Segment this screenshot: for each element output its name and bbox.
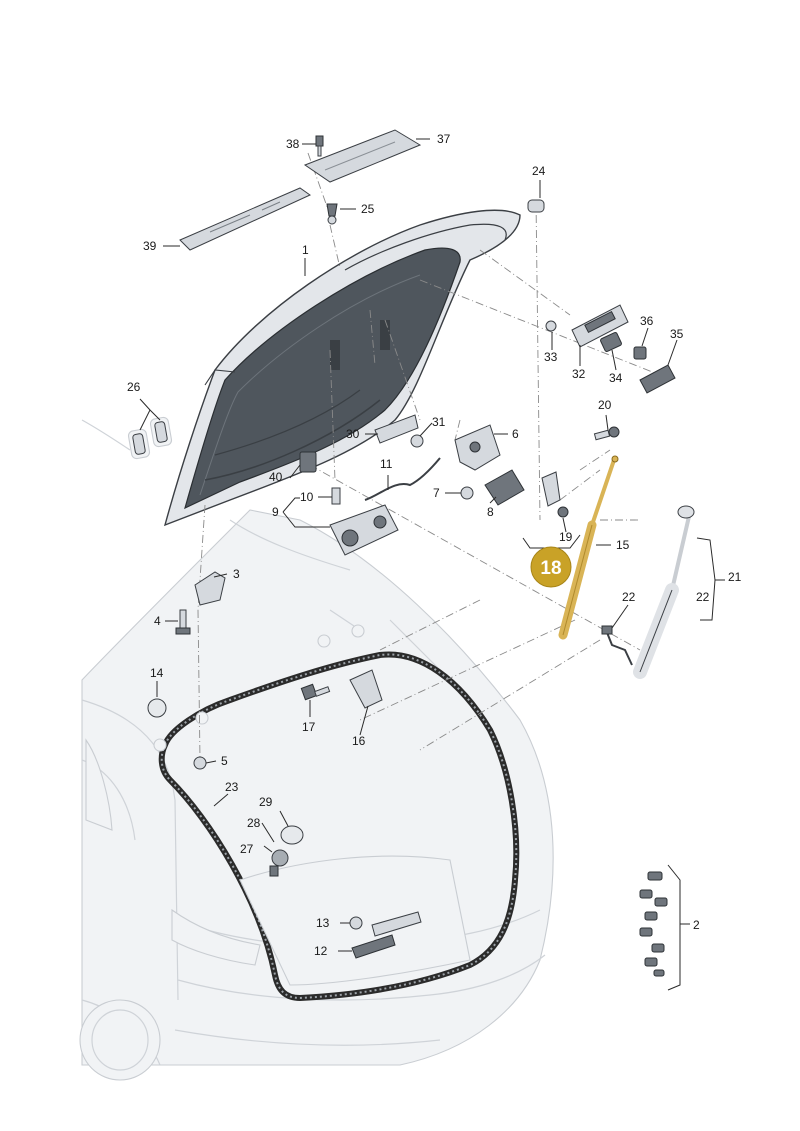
callout-21: 21 bbox=[728, 570, 742, 584]
callout-40: 40 bbox=[269, 470, 283, 484]
tailgate-lock-6 bbox=[454, 424, 501, 471]
callout-22-left: 22 bbox=[622, 590, 636, 604]
screw-10 bbox=[331, 487, 341, 505]
hinge-3 bbox=[194, 571, 226, 606]
ball-stud-20 bbox=[593, 426, 620, 441]
connector-40 bbox=[299, 451, 317, 473]
callout-31: 31 bbox=[432, 415, 446, 429]
callout-34: 34 bbox=[609, 371, 623, 385]
callout-14: 14 bbox=[150, 666, 164, 680]
callout-33: 33 bbox=[544, 350, 558, 364]
grommet-28 bbox=[271, 849, 289, 867]
lamp-35 bbox=[639, 364, 676, 394]
bolt-17 bbox=[300, 683, 331, 701]
nut-31 bbox=[410, 434, 424, 448]
leader-lines bbox=[139, 138, 725, 991]
callout-3: 3 bbox=[233, 567, 240, 581]
cover-caps-26 bbox=[127, 416, 173, 460]
callout-8: 8 bbox=[487, 505, 494, 519]
nut-5 bbox=[193, 756, 207, 770]
buffer-14 bbox=[147, 698, 167, 718]
callout-12: 12 bbox=[314, 944, 328, 958]
highlight-callout-18: 18 bbox=[530, 546, 572, 588]
bolt-4 bbox=[175, 609, 191, 635]
strut-bracket bbox=[541, 471, 561, 507]
fastener-set-2 bbox=[639, 871, 668, 977]
switch-34 bbox=[600, 332, 622, 352]
callout-38: 38 bbox=[286, 137, 300, 151]
assembly-lines bbox=[197, 152, 661, 761]
callout-24: 24 bbox=[532, 164, 546, 178]
closing-motor-9 bbox=[329, 504, 399, 556]
nut-13 bbox=[349, 916, 363, 930]
callout-20: 20 bbox=[598, 398, 612, 412]
callout-9: 9 bbox=[272, 505, 279, 519]
lock-striker-12 bbox=[351, 911, 422, 959]
callout-19: 19 bbox=[559, 530, 573, 544]
callout-37: 37 bbox=[437, 132, 451, 146]
lock-cover-8 bbox=[484, 469, 525, 506]
number-plate-light-32 bbox=[571, 304, 629, 348]
tailgate-panel bbox=[163, 209, 521, 527]
callout-27: 27 bbox=[240, 842, 254, 856]
callout-1: 1 bbox=[302, 243, 309, 257]
callout-4: 4 bbox=[154, 614, 161, 628]
callout-6: 6 bbox=[512, 427, 519, 441]
nut-19 bbox=[557, 506, 569, 518]
callout-2: 2 bbox=[693, 918, 700, 932]
highlight-label: 18 bbox=[540, 558, 561, 579]
callout-labels: 38 37 39 25 24 1 26 33 32 34 36 35 30 31… bbox=[127, 132, 742, 958]
release-cable-11 bbox=[364, 457, 441, 501]
callout-26: 26 bbox=[127, 380, 141, 394]
callout-16: 16 bbox=[352, 734, 366, 748]
callout-28: 28 bbox=[247, 816, 261, 830]
cap-29 bbox=[280, 825, 304, 845]
callout-11: 11 bbox=[380, 457, 393, 471]
clip-25 bbox=[326, 203, 338, 225]
callout-10: 10 bbox=[300, 490, 314, 504]
callout-5: 5 bbox=[221, 754, 228, 768]
callout-13: 13 bbox=[316, 916, 330, 930]
callout-22-right: 22 bbox=[696, 590, 710, 604]
bracket-30 bbox=[374, 414, 419, 444]
nut-33 bbox=[545, 320, 557, 332]
nut-7 bbox=[460, 486, 474, 500]
callout-25: 25 bbox=[361, 202, 375, 216]
callout-32: 32 bbox=[572, 367, 586, 381]
callout-17: 17 bbox=[302, 720, 316, 734]
callout-7: 7 bbox=[433, 486, 440, 500]
callout-39: 39 bbox=[143, 239, 157, 253]
callout-23: 23 bbox=[225, 780, 239, 794]
striker-16 bbox=[349, 669, 383, 709]
screw-38 bbox=[315, 135, 324, 157]
callout-30: 30 bbox=[346, 427, 360, 441]
sealing-strip bbox=[179, 187, 312, 251]
stud-27 bbox=[269, 865, 279, 877]
callout-35: 35 bbox=[670, 327, 684, 341]
callout-15: 15 bbox=[616, 538, 630, 552]
power-strut-21 bbox=[601, 505, 695, 679]
gas-strut-18 bbox=[558, 455, 619, 640]
callout-36: 36 bbox=[640, 314, 654, 328]
bulb-holder-36 bbox=[633, 346, 647, 360]
callout-29: 29 bbox=[259, 795, 273, 809]
rubber-buffer-24 bbox=[527, 199, 545, 213]
trim-cover-plate bbox=[303, 129, 422, 183]
